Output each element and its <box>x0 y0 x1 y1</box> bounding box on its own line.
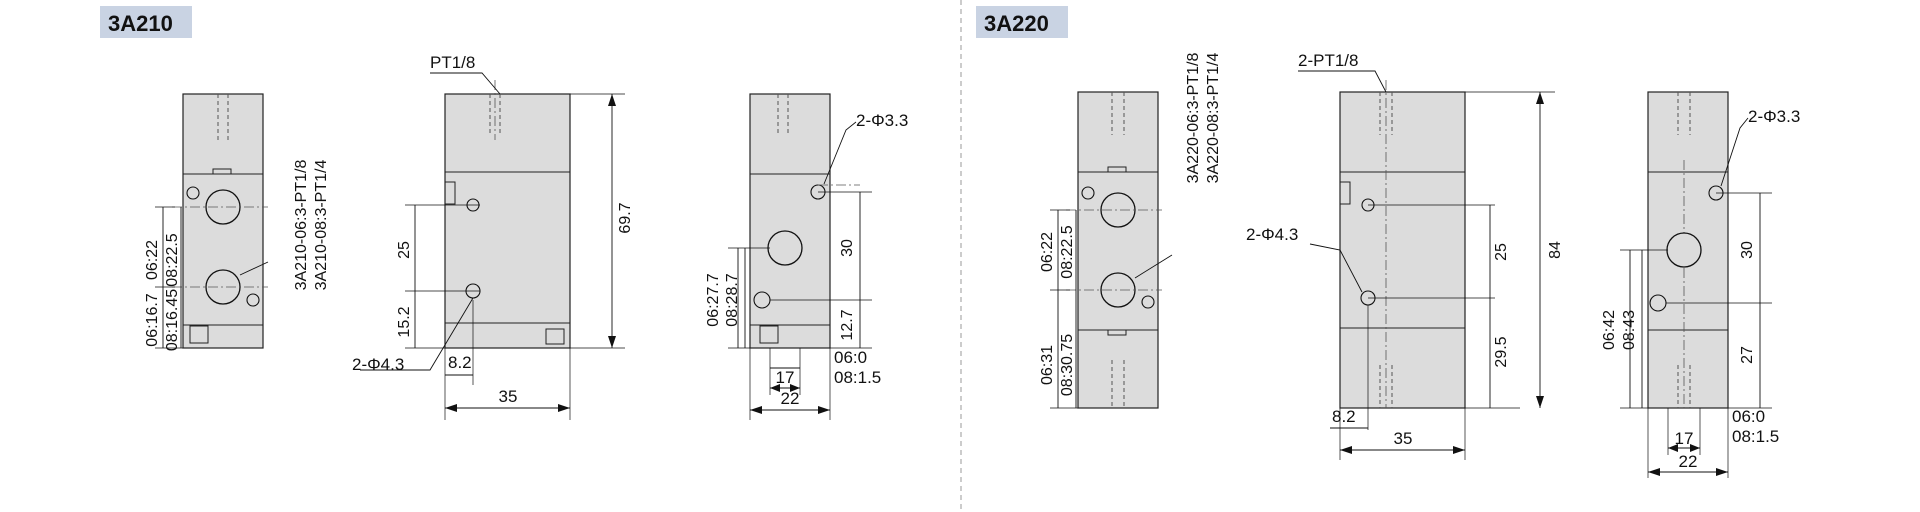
svg-text:35: 35 <box>1394 429 1413 448</box>
view-front-face: 25 15.2 69.7 PT1/8 2-Φ4.3 8.2 35 <box>352 53 634 420</box>
view-side-face: 30 27 2-Φ3.3 06:42 08:43 17 22 06:0 08:1… <box>1601 91 1800 478</box>
svg-text:22: 22 <box>1679 452 1698 471</box>
svg-text:08:30.75: 08:30.75 <box>1059 334 1076 396</box>
panel-3a220: 3A220 06:22 08:22.5 06:31 <box>976 6 1800 478</box>
svg-text:30: 30 <box>1739 241 1756 259</box>
svg-text:08:22.5: 08:22.5 <box>164 233 181 286</box>
svg-text:2-Φ3.3: 2-Φ3.3 <box>856 111 908 130</box>
svg-text:08:1.5: 08:1.5 <box>834 368 881 387</box>
svg-text:69.7: 69.7 <box>617 202 634 233</box>
svg-text:06:0: 06:0 <box>834 348 867 367</box>
svg-text:08:43: 08:43 <box>1621 310 1638 350</box>
view-port-face: 06:22 08:22.5 06:16.7 08:16.45 3A210-06:… <box>144 93 330 351</box>
svg-text:25: 25 <box>396 241 413 259</box>
svg-text:08:22.5: 08:22.5 <box>1059 225 1076 278</box>
svg-text:8.2: 8.2 <box>448 353 472 372</box>
svg-text:17: 17 <box>1675 429 1694 448</box>
svg-text:06:0: 06:0 <box>1732 407 1765 426</box>
svg-text:06:16.7: 06:16.7 <box>144 293 161 346</box>
svg-text:08:1.5: 08:1.5 <box>1732 427 1779 446</box>
svg-text:3A210-08:3-PT1/4: 3A210-08:3-PT1/4 <box>313 160 330 291</box>
svg-text:3A220-06:3-PT1/8: 3A220-06:3-PT1/8 <box>1185 53 1202 184</box>
model-label: 3A220 <box>984 11 1049 36</box>
svg-text:29.5: 29.5 <box>1493 336 1510 367</box>
model-badge <box>100 6 192 38</box>
svg-text:15.2: 15.2 <box>396 306 413 337</box>
svg-text:17: 17 <box>776 368 795 387</box>
svg-text:30: 30 <box>839 239 856 257</box>
svg-text:8.2: 8.2 <box>1332 407 1356 426</box>
svg-text:06:27.7: 06:27.7 <box>705 273 722 326</box>
svg-text:PT1/8: PT1/8 <box>430 53 475 72</box>
svg-text:2-Φ4.3: 2-Φ4.3 <box>352 355 404 374</box>
svg-text:3A210-06:3-PT1/8: 3A210-06:3-PT1/8 <box>293 160 310 291</box>
view-port-face: 06:22 08:22.5 06:31 08:30.75 3A220-06:3-… <box>1039 53 1222 409</box>
svg-text:06:22: 06:22 <box>1039 232 1056 272</box>
svg-text:12.7: 12.7 <box>839 309 856 340</box>
svg-text:84: 84 <box>1547 241 1564 259</box>
svg-text:2-Φ3.3: 2-Φ3.3 <box>1748 107 1800 126</box>
svg-text:08:16.45: 08:16.45 <box>164 289 181 351</box>
model-label: 3A210 <box>108 11 173 36</box>
svg-text:3A220-08:3-PT1/4: 3A220-08:3-PT1/4 <box>1205 53 1222 184</box>
panel-3a210: 3A210 06:22 08:22.5 06:16.7 08:16.45 <box>100 6 908 420</box>
svg-text:2-Φ4.3: 2-Φ4.3 <box>1246 225 1298 244</box>
svg-text:06:42: 06:42 <box>1601 310 1618 350</box>
model-badge <box>976 6 1068 38</box>
svg-text:22: 22 <box>781 389 800 408</box>
svg-text:35: 35 <box>499 387 518 406</box>
svg-text:06:22: 06:22 <box>144 240 161 280</box>
svg-text:08:28.7: 08:28.7 <box>724 273 741 326</box>
view-front-face: 25 29.5 84 2-PT1/8 2-Φ4.3 8.2 35 <box>1246 51 1564 460</box>
svg-text:06:31: 06:31 <box>1039 345 1056 385</box>
svg-text:2-PT1/8: 2-PT1/8 <box>1298 51 1358 70</box>
svg-text:25: 25 <box>1493 243 1510 261</box>
view-side-face: 30 12.7 2-Φ3.3 06:27.7 08:28.7 17 22 06:… <box>705 93 908 420</box>
svg-text:27: 27 <box>1739 346 1756 364</box>
